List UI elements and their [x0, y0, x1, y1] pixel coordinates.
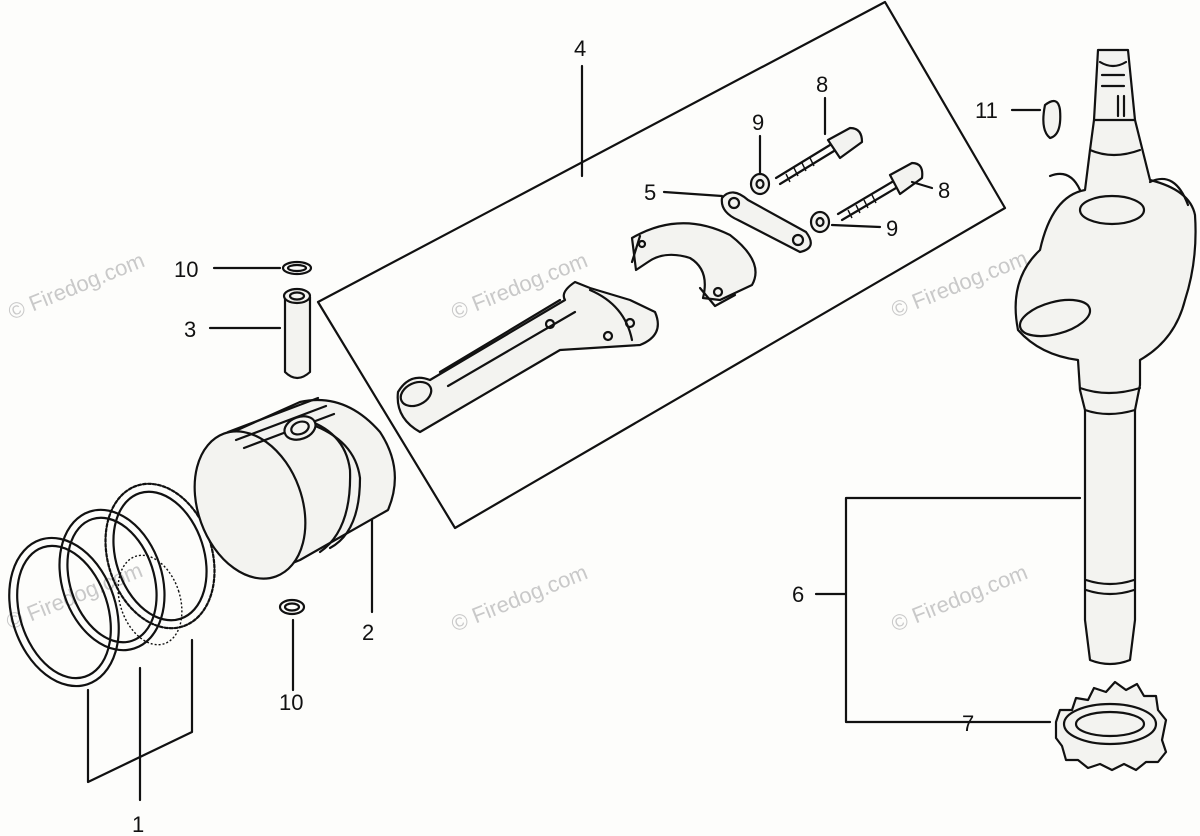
callout-4: 4	[574, 36, 586, 61]
callout-7: 7	[962, 711, 974, 736]
callout-2: 2	[362, 620, 374, 645]
callout-10: 10	[174, 257, 198, 282]
crankshaft	[1014, 48, 1197, 666]
callouts: 1 2 3 4 5 6 7 8 8 9 9 10 10 11	[132, 36, 998, 836]
callout-9: 9	[886, 216, 898, 241]
callout-6: 6	[792, 582, 804, 607]
connecting-rod	[396, 280, 659, 434]
washers	[749, 172, 831, 234]
watermark-text: © Firedog.com	[5, 247, 148, 324]
callout-10: 10	[279, 690, 303, 715]
leader-lines	[86, 64, 1082, 802]
piston-rings	[8, 482, 216, 688]
oil-dipper-plate	[720, 191, 812, 254]
woodruff-key	[1042, 99, 1062, 140]
callout-3: 3	[184, 317, 196, 342]
watermark-text: © Firedog.com	[888, 245, 1031, 322]
callout-9: 9	[752, 110, 764, 135]
rod-cap	[630, 222, 757, 308]
crankshaft-gear	[1054, 680, 1168, 772]
piston-pin-clips	[278, 260, 313, 616]
callout-5: 5	[644, 180, 656, 205]
callout-1: 1	[132, 812, 144, 836]
watermark-text: © Firedog.com	[448, 559, 591, 636]
piston	[193, 396, 396, 580]
watermark-text: © Firedog.com	[888, 559, 1031, 636]
callout-11: 11	[975, 98, 998, 123]
piston-pin	[282, 287, 312, 380]
callout-8: 8	[816, 72, 828, 97]
watermarks: © Firedog.com © Firedog.com © Firedog.co…	[3, 245, 1031, 636]
callout-8: 8	[938, 178, 950, 203]
connecting-rod-assembly-frame	[316, 0, 1007, 530]
rod-bolts	[774, 126, 924, 222]
